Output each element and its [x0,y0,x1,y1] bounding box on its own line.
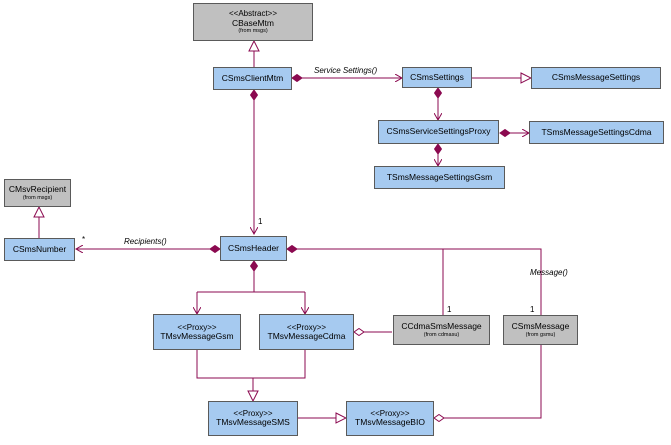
class-csmsmessagesettings[interactable]: CSmsMessageSettings [531,67,661,89]
class-tmsvmessagesms[interactable]: <<Proxy>> TMsvMessageSMS [208,401,298,436]
multiplicity-recipients-many: * [82,235,86,244]
aggregation-bio-message [434,345,542,418]
class-tmsvmessagebio[interactable]: <<Proxy>> TMsvMessageBIO [346,401,434,436]
class-name: CSmsSettings [410,71,464,82]
class-name: CSmsNumber [12,243,67,254]
class-csmsmessage[interactable]: CSmsMessage (from gsmu) [503,315,578,345]
class-name: CSmsMessageSettings [551,72,641,83]
generalization-gsm-sms [196,350,253,379]
generalization-cdma-sms [253,350,306,401]
class-package: (from msgs) [22,194,53,201]
class-name: CSmsServiceSettingsProxy [386,126,491,137]
class-stereotype: <<Proxy>> [233,409,273,419]
class-name: CMsvRecipient [8,183,67,194]
class-csmsnumber[interactable]: CSmsNumber [4,238,75,261]
class-name: TMsvMessageBIO [355,417,425,428]
label-service-settings: Service Settings() [314,66,378,75]
class-package: (from msgs) [238,28,268,35]
class-csmsservicesettingsproxy[interactable]: CSmsServiceSettingsProxy [378,120,499,144]
class-stereotype: <<Proxy>> [177,322,217,332]
class-stereotype: <<Proxy>> [286,322,327,332]
class-name: TMsvMessageCdma [267,330,346,341]
multiplicity-header-one: 1 [258,217,263,226]
class-name: CBaseMtm [231,17,275,28]
class-name: TSmsMessageSettingsGsm [386,171,493,182]
class-tmsvmessagegsm[interactable]: <<Proxy>> TMsvMessageGsm [153,314,241,350]
class-name: TSmsMessageSettingsCdma [541,126,652,137]
class-csmsheader[interactable]: CSmsHeader [220,236,287,261]
class-name: CSmsClientMtm [221,72,284,83]
class-tmsvmessagecdma[interactable]: <<Proxy>> TMsvMessageCdma [259,314,354,350]
class-cmsvrecipient[interactable]: CMsvRecipient (from msgs) [4,179,71,207]
assoc-header-messages [287,249,542,315]
class-stereotype: <<Proxy>> [370,409,410,419]
class-csmssettings[interactable]: CSmsSettings [402,67,472,88]
multiplicity-cdma-one: 1 [447,305,452,314]
class-ccdmasmsmessage[interactable]: CCdmaSmsMessage (from cdmasu) [393,315,490,345]
class-name: CSmsMessage [511,320,570,331]
class-name: TMsvMessageSMS [216,417,290,428]
class-package: (from gsmu) [525,331,556,338]
class-name: CSmsHeader [227,242,280,253]
class-tsmsmessagesettingscdma[interactable]: TSmsMessageSettingsCdma [529,121,664,144]
class-package: (from cdmasu) [423,331,460,338]
class-csmsclientmtm[interactable]: CSmsClientMtm [213,67,292,90]
class-name: CCdmaSmsMessage [401,320,482,331]
class-stereotype: <<Abstract>> [228,9,278,19]
label-recipients: Recipients() [124,237,167,246]
class-tsmsmessagesettingsgsm[interactable]: TSmsMessageSettingsGsm [374,166,505,189]
class-cbasemtm[interactable]: <<Abstract>> CBaseMtm (from msgs) [193,3,313,41]
multiplicity-gsm-one: 1 [530,305,535,314]
class-name: TMsvMessageGsm [160,330,234,341]
label-message: Message() [530,268,568,277]
